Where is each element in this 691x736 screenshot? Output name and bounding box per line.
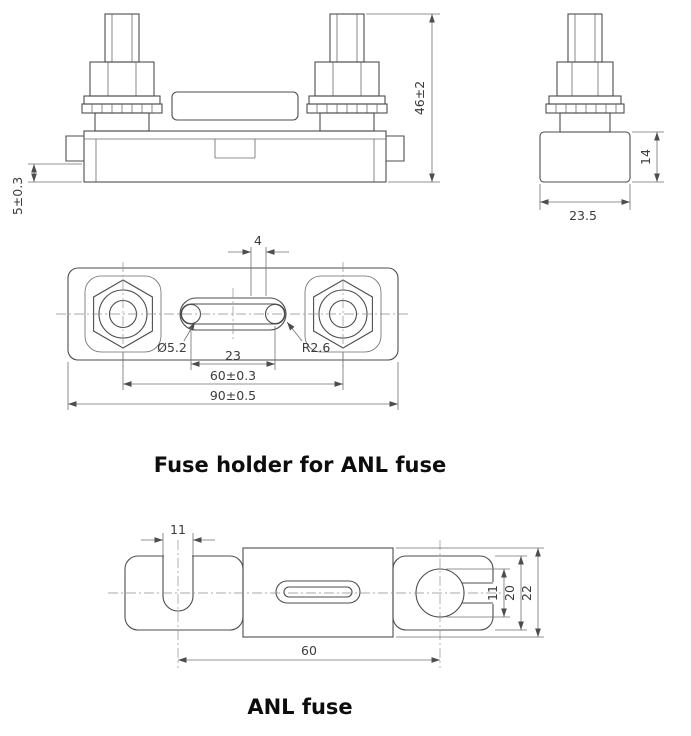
holder-base (65, 130, 405, 183)
slot-right-hole (264, 303, 286, 325)
dim-label-end-radius: R2.6 (302, 340, 331, 355)
bolt-boss (319, 112, 375, 132)
lock-washer (545, 103, 625, 114)
flat-washer (548, 95, 622, 105)
dim-label-stud-spacing: 60±0.3 (210, 368, 256, 383)
stud (329, 13, 365, 63)
base-body (83, 130, 387, 183)
dim-label-fuse-hole-spacing: 60 (301, 643, 317, 658)
holder-side-view: 14 23.5 (539, 13, 664, 223)
holder-front-view: 46±2 5±0.3 (10, 13, 440, 215)
leader-hole-dia: Ø5.2 (157, 321, 196, 355)
dim-label-top-length: 90±0.5 (210, 388, 256, 403)
left-notch (162, 556, 194, 612)
bolt-boss (559, 112, 611, 133)
dim-label-total-height: 46±2 (412, 81, 427, 115)
notch-eraser (164, 552, 192, 560)
stud (104, 13, 140, 63)
dim-front-base-height: 5±0.3 (10, 163, 82, 215)
side-body (539, 131, 631, 183)
stud (567, 13, 603, 63)
dim-fuse-notch-width: 11 (141, 522, 215, 556)
dim-label-fuse-end-height: 20 (502, 585, 517, 601)
flat-washer (83, 95, 161, 105)
dim-label-base-height: 5±0.3 (10, 177, 25, 215)
dim-fuse-hole-spacing: 60 (178, 643, 440, 663)
dim-label-fuse-hole-dia: 11 (485, 585, 500, 601)
dim-side-body-height: 14 (632, 131, 664, 183)
dim-label-notch-width: 11 (170, 522, 186, 537)
hex-nut (89, 61, 155, 97)
fuse-title: ANL fuse (247, 695, 352, 719)
dim-label-side-width: 23.5 (569, 208, 597, 223)
dim-fuse-hole-dia: 11 (446, 568, 510, 618)
dim-top-stud-spacing: 60±0.3 (122, 352, 344, 390)
flat-washer (308, 95, 386, 105)
base-right-tab (386, 135, 405, 162)
dim-label-side-height: 14 (638, 149, 653, 165)
hex-nut (556, 61, 614, 97)
dim-front-total-height: 46±2 (366, 13, 440, 183)
window-outer (275, 580, 361, 604)
holder-title: Fuse holder for ANL fuse (154, 453, 446, 477)
dim-fuse-end-height: 20 (495, 555, 527, 631)
dim-top-length: 90±0.5 (67, 362, 399, 410)
anl-fuse-view: 11 11 20 22 60 (108, 522, 544, 668)
holder-top-view: 4 Ø5.2 R2.6 23 60±0.3 (56, 233, 410, 410)
holder-cover (171, 91, 299, 121)
dim-fuse-body-height: 22 (396, 547, 544, 638)
dim-label-hole-spacing: 23 (225, 348, 241, 363)
dim-label-slot-width: 4 (254, 233, 262, 248)
front-left-bolt (81, 13, 163, 132)
dim-label-fuse-body-height: 22 (519, 585, 534, 601)
body-outline (242, 547, 394, 638)
fuse-left-end (124, 552, 244, 631)
dim-side-width: 23.5 (539, 184, 631, 223)
hex-nut (314, 61, 380, 97)
leader-end-radius: R2.6 (286, 321, 331, 355)
dim-top-hole-spacing: 23 (190, 326, 276, 370)
window-inner (283, 586, 353, 598)
front-right-bolt (306, 13, 388, 132)
dim-label-hole-dia: Ø5.2 (157, 340, 187, 355)
dim-top-slot-width: 4 (228, 233, 289, 296)
fuse-center-body (242, 547, 394, 638)
base-left-tab (65, 135, 84, 162)
bolt-boss (94, 112, 150, 132)
